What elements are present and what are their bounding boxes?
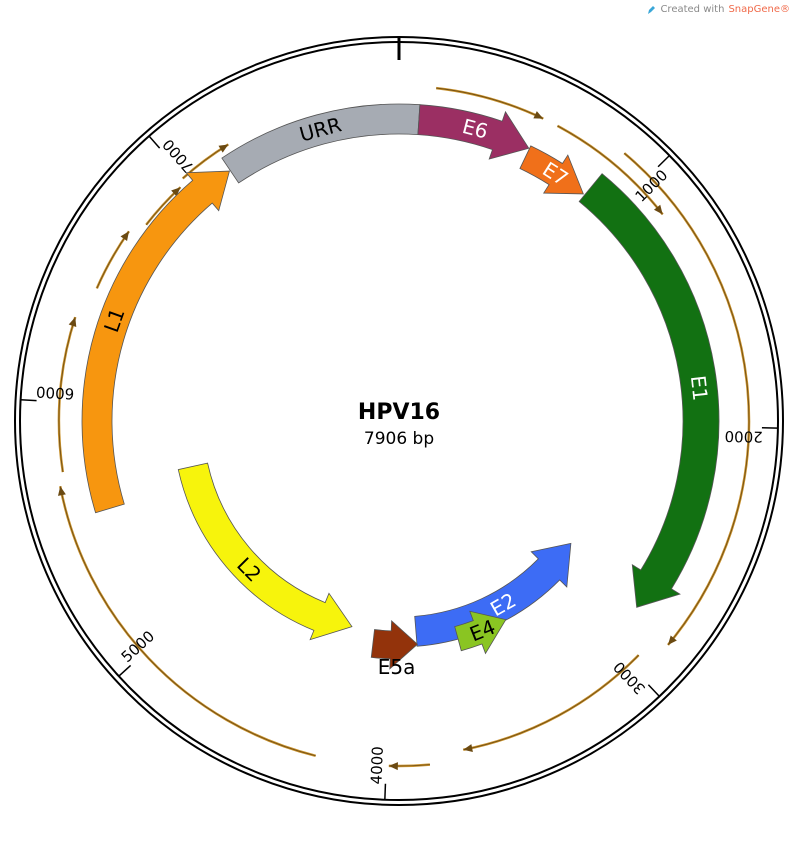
orf-arcs <box>57 86 751 771</box>
snapgene-watermark: Created with SnapGene® <box>646 4 790 15</box>
tick-label: 6000 <box>36 383 75 403</box>
plasmid-name: HPV16 <box>358 400 440 425</box>
tick-label: 4000 <box>367 746 386 785</box>
orf-arrowhead <box>171 187 181 197</box>
tick-mark <box>148 135 161 149</box>
orf-arrowhead <box>653 204 663 215</box>
feature-e5a[interactable] <box>370 619 419 670</box>
orf-arrowhead <box>667 635 677 645</box>
feature-e6[interactable] <box>417 104 530 160</box>
orf-arrowhead <box>68 317 77 327</box>
feature-e4[interactable] <box>454 610 507 655</box>
feature-label-e5a: E5a <box>378 655 416 679</box>
feature-e7[interactable] <box>519 145 584 195</box>
tick-mark <box>20 399 37 402</box>
orf-arc <box>59 486 316 757</box>
orf-arc-core <box>624 152 750 646</box>
watermark-prefix: Created with <box>660 4 725 15</box>
orf-arrowhead <box>463 744 473 752</box>
orf-arc-core <box>463 654 639 751</box>
tick-label: 2000 <box>724 427 763 446</box>
feature-l1[interactable] <box>81 170 230 514</box>
orf-arrowhead <box>120 231 129 241</box>
orf-arc-core <box>59 486 316 757</box>
feature-e2[interactable] <box>414 542 572 647</box>
tick-mark <box>657 154 671 168</box>
tick-mark <box>384 783 387 800</box>
orf-arrowhead <box>218 144 229 153</box>
orf-arc-core <box>557 125 663 215</box>
snapgene-logo-icon <box>648 5 656 14</box>
watermark-brand: SnapGene® <box>728 4 790 15</box>
feature-label-e1: E1 <box>686 374 713 402</box>
feature-e1[interactable] <box>578 173 720 608</box>
orf-arc-core <box>436 87 544 119</box>
tick-mark <box>647 684 660 697</box>
orf-arc-core <box>58 317 76 473</box>
plasmid-length: 7906 bp <box>364 429 434 449</box>
feature-label-urr: URR <box>297 112 344 146</box>
orf-arrowhead <box>533 111 544 119</box>
tick-label: 7000 <box>159 135 198 176</box>
orf-arrowhead <box>58 486 66 496</box>
tick-mark <box>118 664 132 677</box>
feature-l2[interactable] <box>177 462 353 641</box>
orf-arrowhead <box>388 762 398 771</box>
